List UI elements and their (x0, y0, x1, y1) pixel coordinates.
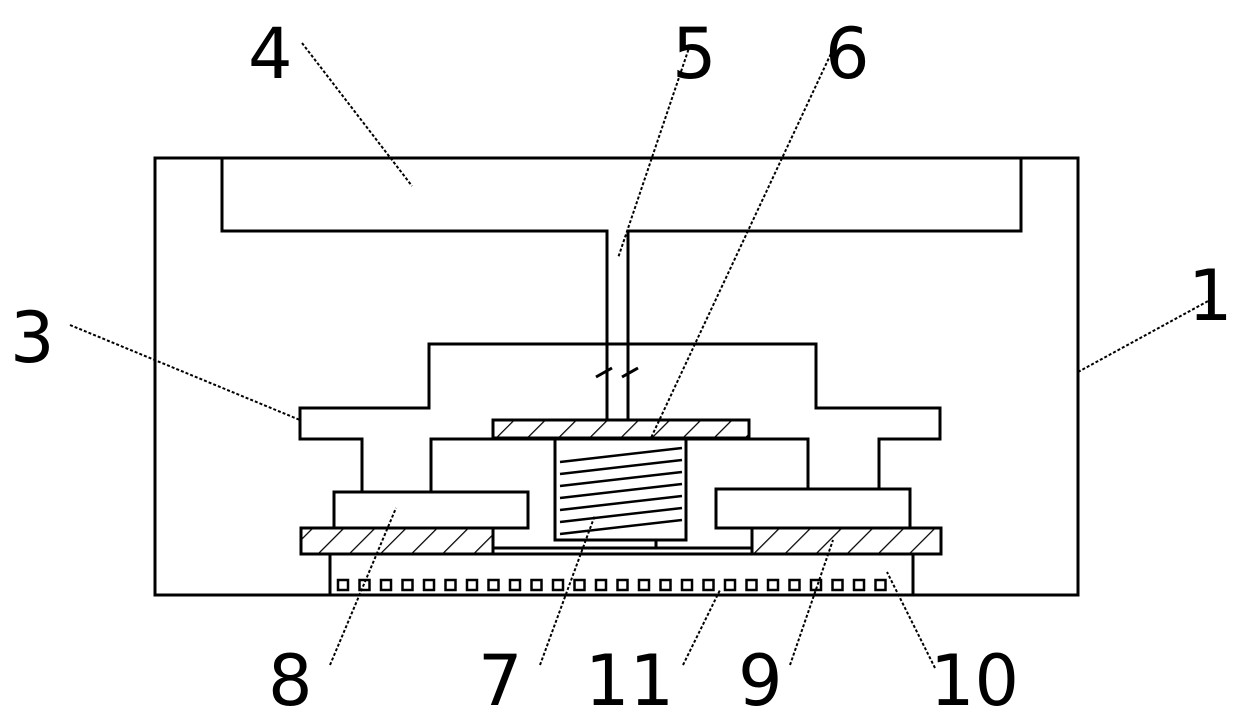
vent-square (659, 578, 672, 592)
vent-square (551, 578, 565, 592)
vent-square (788, 578, 801, 592)
vent-square (637, 578, 651, 592)
leader-7 (539, 514, 596, 666)
left-hatched-base (299, 526, 495, 556)
leader-6 (649, 44, 836, 441)
vent-square (616, 578, 629, 592)
vent-square (874, 578, 887, 592)
right-hatched-base (750, 526, 943, 556)
label-4: 4 (248, 13, 293, 95)
leader-1 (1077, 299, 1211, 373)
hatched-plate (491, 418, 751, 440)
vent-square (852, 578, 866, 592)
label-6: 6 (825, 13, 870, 95)
vent-square (809, 578, 823, 592)
label-5: 5 (672, 13, 717, 95)
label-11: 11 (585, 640, 674, 721)
leader-8 (329, 507, 397, 666)
vent-square (379, 578, 393, 592)
vent-square (680, 578, 694, 592)
vent-square (508, 578, 522, 592)
vent-square (594, 578, 608, 592)
label-10: 10 (930, 640, 1019, 721)
leader-5 (617, 44, 691, 259)
stepped-frame (298, 342, 942, 528)
left-block (332, 490, 530, 530)
leader-4 (301, 42, 413, 187)
right-block (714, 487, 912, 530)
label-9: 9 (738, 640, 783, 721)
vent-square (702, 578, 715, 592)
leader-3 (69, 324, 301, 421)
vent-square (530, 578, 543, 592)
label-1: 1 (1188, 255, 1233, 337)
vent-square (573, 578, 586, 592)
vent-square (831, 578, 844, 592)
leader-10 (886, 571, 936, 669)
top-plate (220, 158, 1023, 420)
vent-square (401, 578, 414, 592)
vent-square (487, 578, 500, 592)
spring-block (553, 437, 688, 542)
label-7: 7 (478, 640, 523, 721)
leader-9 (789, 539, 834, 666)
leader-11 (682, 589, 721, 666)
vent-square (766, 578, 780, 592)
vent-square (422, 578, 436, 592)
vent-square (723, 578, 737, 592)
label-8: 8 (268, 640, 313, 721)
label-3: 3 (10, 297, 55, 379)
vent-square (336, 578, 350, 592)
vent-square (745, 578, 758, 592)
vent-square (444, 578, 457, 592)
shaft-break-mark (595, 366, 639, 379)
vent-square (465, 578, 479, 592)
